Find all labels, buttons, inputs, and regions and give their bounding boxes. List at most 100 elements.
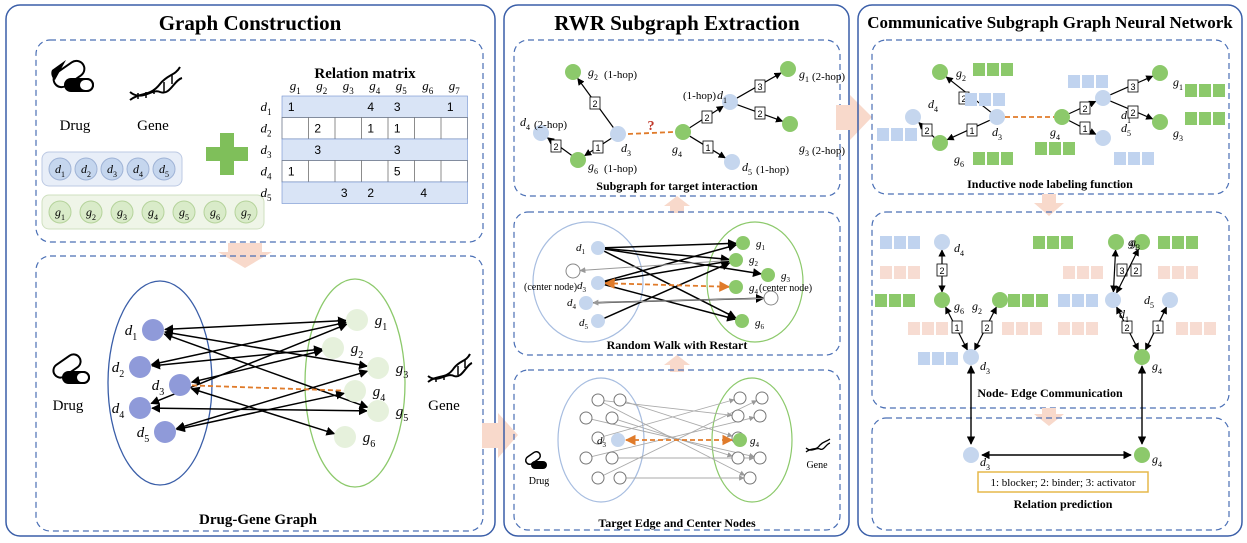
edge-type-box bbox=[589, 96, 601, 110]
g3-feature bbox=[1185, 112, 1197, 125]
node-g6 bbox=[570, 152, 586, 168]
matrix-col-g6: g6 bbox=[422, 78, 434, 96]
labeling-node-g4 bbox=[1054, 109, 1070, 125]
edge-feature bbox=[1186, 266, 1198, 279]
matrix-value: 4 bbox=[367, 100, 374, 114]
edge-type-box bbox=[1121, 320, 1133, 334]
hop-d4: (2-hop) bbox=[534, 119, 567, 131]
edge-feature bbox=[908, 322, 920, 335]
comm-node-g3 bbox=[1134, 234, 1150, 250]
edge-feature bbox=[1063, 266, 1075, 279]
prediction-caption: Relation prediction bbox=[1014, 497, 1113, 511]
matrix-value: 2 bbox=[367, 186, 374, 200]
drug-node-d4 bbox=[126, 157, 150, 181]
graph-gene-dna-icon bbox=[427, 353, 473, 383]
d1-feature bbox=[1082, 75, 1094, 88]
drug-pill-icon bbox=[51, 59, 94, 92]
d4-feature bbox=[894, 236, 906, 249]
rwr-edge-d3-g1 bbox=[604, 242, 738, 282]
comm-label-d1: d1 bbox=[1119, 307, 1129, 324]
rwr-node-gx bbox=[763, 290, 779, 306]
node-g1 bbox=[346, 309, 368, 331]
edge-feature bbox=[936, 322, 948, 335]
panel-graph-construction bbox=[5, 4, 496, 537]
d1-feature bbox=[1096, 75, 1108, 88]
matrix-col-g5: g5 bbox=[396, 78, 408, 96]
d3-feature bbox=[946, 352, 958, 365]
edge-type-label: 2 bbox=[553, 142, 558, 152]
node-g3 bbox=[782, 116, 798, 132]
panel-title-graph-construction: Graph Construction bbox=[159, 11, 342, 35]
node-label-g3: g3 bbox=[396, 361, 409, 381]
drug-node-label-d3: d3 bbox=[107, 162, 117, 179]
panel-title-csgnn: Communicative Subgraph Graph Neural Netw… bbox=[867, 13, 1233, 32]
edge-feature bbox=[1058, 322, 1070, 335]
edge-feature bbox=[1016, 322, 1028, 335]
drug-node-label-d5: d5 bbox=[159, 162, 169, 179]
g2-feature bbox=[1008, 294, 1020, 307]
rwr-node-g4 bbox=[729, 280, 743, 294]
matrix-value: 2 bbox=[314, 121, 321, 135]
labeling-label-g2: g2 bbox=[956, 66, 966, 83]
d4-feature bbox=[880, 236, 892, 249]
edge-feature bbox=[1172, 266, 1184, 279]
edge-type-label: 1 bbox=[969, 126, 974, 136]
d5-feature bbox=[1142, 152, 1154, 165]
matrix-col-g7: g7 bbox=[449, 78, 461, 96]
target-drug-node bbox=[605, 451, 619, 465]
rwr-label-g4: g4 bbox=[749, 282, 759, 296]
comm-label-d5: d5 bbox=[1144, 293, 1154, 310]
sub-label-g2: g2 bbox=[588, 65, 598, 82]
edge-type-box bbox=[966, 123, 978, 137]
rwr-node-d4 bbox=[579, 296, 593, 310]
g3-feature bbox=[1199, 112, 1211, 125]
gene-node-g7 bbox=[234, 200, 258, 224]
pred-node-d3 bbox=[963, 447, 979, 463]
matrix-row-d2: d2 bbox=[261, 120, 272, 138]
rwr-node-g2 bbox=[729, 253, 743, 267]
prediction-section-box bbox=[871, 417, 1230, 531]
edge-type-label: 2 bbox=[939, 266, 944, 276]
rwr-label-g1: g1 bbox=[756, 238, 766, 252]
node-label-g5: g5 bbox=[396, 404, 409, 424]
target-gene-node bbox=[733, 391, 747, 405]
rwr-node-x1 bbox=[565, 263, 581, 279]
matrix-value: 4 bbox=[420, 186, 427, 200]
matrix-row-d3: d3 bbox=[261, 142, 273, 160]
g1-feature bbox=[1047, 236, 1059, 249]
drug-node-d5 bbox=[152, 157, 176, 181]
matrix-value: 1 bbox=[367, 121, 374, 135]
target-gene-node bbox=[755, 391, 769, 405]
rwr-label-g3: g3 bbox=[781, 270, 791, 284]
d3-feature bbox=[993, 93, 1005, 106]
matrix-col-g2: g2 bbox=[316, 78, 327, 96]
edge-type-box bbox=[702, 140, 714, 154]
matrix-value: 5 bbox=[394, 164, 401, 178]
matrix-value: 1 bbox=[394, 121, 401, 135]
graph-gene-label: Gene bbox=[428, 398, 460, 414]
labeling-label-g1: g1 bbox=[1173, 75, 1183, 92]
gene-node-g1 bbox=[48, 200, 72, 224]
target-drug-node bbox=[591, 431, 605, 445]
hop-g1: (2-hop) bbox=[812, 71, 845, 83]
edge-type-label: 3 bbox=[1130, 82, 1135, 92]
edge-type-box bbox=[1079, 101, 1091, 115]
flow-arrow-up-1 bbox=[664, 196, 690, 213]
sub-label-g4: g4 bbox=[672, 142, 682, 159]
drug-label: Drug bbox=[60, 118, 91, 134]
gene-node-g4 bbox=[141, 200, 165, 224]
edge-type-label: 1 bbox=[1082, 124, 1087, 134]
edge-type-box bbox=[1152, 320, 1164, 334]
node-label-g4: g4 bbox=[373, 384, 386, 404]
target-caption: Target Edge and Center Nodes bbox=[598, 516, 756, 530]
graph-caption: Drug-Gene Graph bbox=[199, 512, 318, 528]
edge-type-label: 2 bbox=[592, 99, 597, 109]
matrix-row-d5: d5 bbox=[261, 185, 273, 203]
labeling-label-d5: d5 bbox=[1121, 121, 1131, 138]
g2-feature bbox=[1022, 294, 1034, 307]
sub-label-g3: g3 bbox=[799, 141, 809, 158]
legend-box bbox=[977, 471, 1149, 493]
